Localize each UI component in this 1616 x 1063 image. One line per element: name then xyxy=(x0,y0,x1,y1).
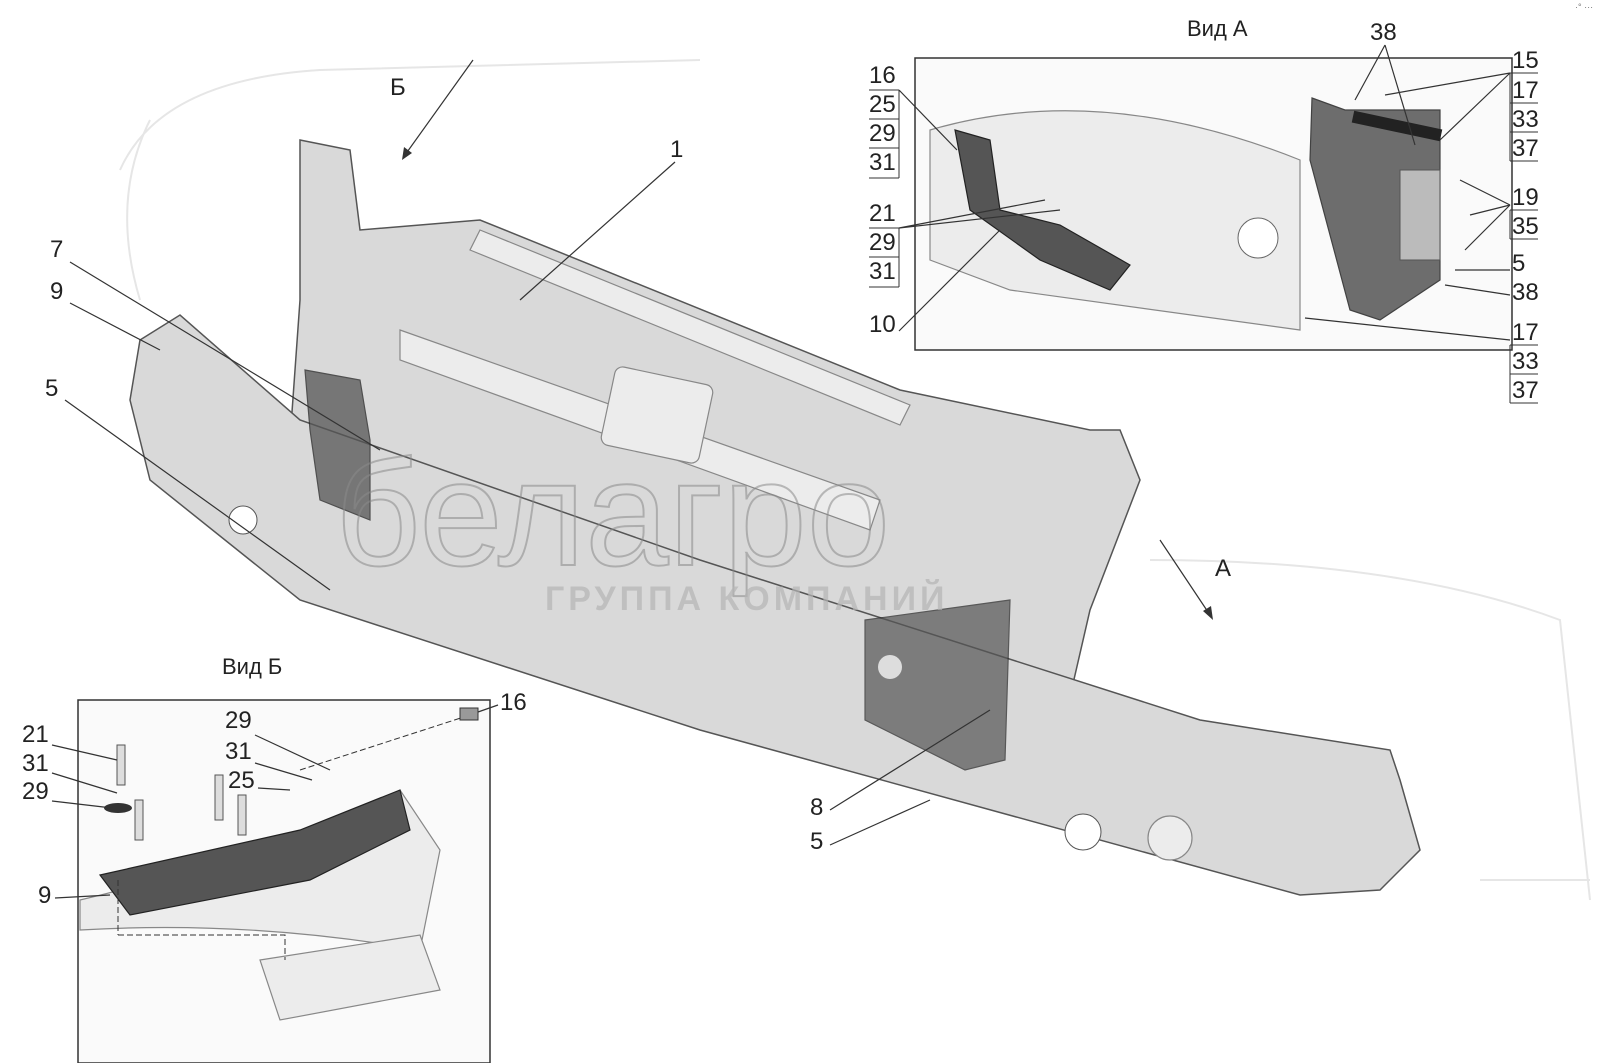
callout-7: 7 xyxy=(50,236,63,263)
view-a-callout: 33 xyxy=(1512,348,1539,375)
bracket-part-7 xyxy=(304,369,371,521)
corner-mark: ·° ··· xyxy=(1575,2,1593,12)
arrow-a-label: А xyxy=(1215,555,1231,582)
view-a-callout: 33 xyxy=(1512,106,1539,133)
watermark-subtitle: ГРУППА КОМПАНИЙ xyxy=(545,579,948,618)
arrow-b-label: Б xyxy=(390,74,406,101)
view-a-callout: 17 xyxy=(1512,77,1539,104)
cab-outline xyxy=(119,59,1591,901)
view-a-callout: 31 xyxy=(869,258,896,285)
view-b-callout-29-center: 29 xyxy=(225,707,252,734)
view-a-callout: 38 xyxy=(1512,279,1539,306)
view-a-callout: 25 xyxy=(869,91,896,118)
view-b-callout-31: 31 xyxy=(22,750,49,777)
view-a-callout: 21 xyxy=(869,200,896,227)
view-a-title: Вид А xyxy=(1187,16,1248,41)
view-a-callout: 5 xyxy=(1512,250,1525,277)
callout-5: 5 xyxy=(45,375,58,402)
callout-1: 1 xyxy=(670,136,683,163)
watermark: белагро ГРУППА КОМПАНИЙ xyxy=(334,428,948,618)
bumper-beam-part-5 xyxy=(129,314,1421,896)
view-b-callout-29: 29 xyxy=(22,778,49,805)
view-b-callout-16: 16 xyxy=(500,689,527,716)
view-a-callout: 19 xyxy=(1512,184,1539,211)
view-b-title: Вид Б xyxy=(222,654,282,679)
view-a-callout: 29 xyxy=(869,120,896,147)
view-b-callout-9: 9 xyxy=(38,882,51,909)
callout-9: 9 xyxy=(50,278,63,305)
view-a-callouts: 16 25 29 31 21 29 31 10 38 15 17 33 37 1… xyxy=(869,19,1539,404)
watermark-logo: белагро xyxy=(335,429,890,597)
view-a-callout: 31 xyxy=(869,149,896,176)
main-callouts: 1 7 9 5 8 5 xyxy=(45,136,991,855)
view-a-callout-38: 38 xyxy=(1370,19,1397,46)
view-a-callout: 37 xyxy=(1512,135,1539,162)
view-a-callout: 16 xyxy=(869,62,896,89)
view-arrow-b: Б xyxy=(390,59,474,160)
bracket-part-8 xyxy=(864,599,1011,771)
view-arrow-a: А xyxy=(1159,539,1231,620)
callout-8: 8 xyxy=(810,794,823,821)
view-b-callout-31-center: 31 xyxy=(225,738,252,765)
view-b-callout-25: 25 xyxy=(228,767,255,794)
callout-5-lower: 5 xyxy=(810,828,823,855)
view-a-inset: Вид А xyxy=(914,16,1513,351)
view-a-callout: 35 xyxy=(1512,213,1539,240)
view-b-callouts: 21 31 29 9 29 31 25 16 xyxy=(22,689,527,909)
view-b-inset: Вид Б xyxy=(77,654,491,1063)
view-b-callout-21: 21 xyxy=(22,721,49,748)
view-a-callout: 37 xyxy=(1512,377,1539,404)
view-a-callout: 17 xyxy=(1512,319,1539,346)
view-a-callout: 29 xyxy=(869,229,896,256)
view-a-callout: 10 xyxy=(869,311,896,338)
view-a-callout: 15 xyxy=(1512,47,1539,74)
